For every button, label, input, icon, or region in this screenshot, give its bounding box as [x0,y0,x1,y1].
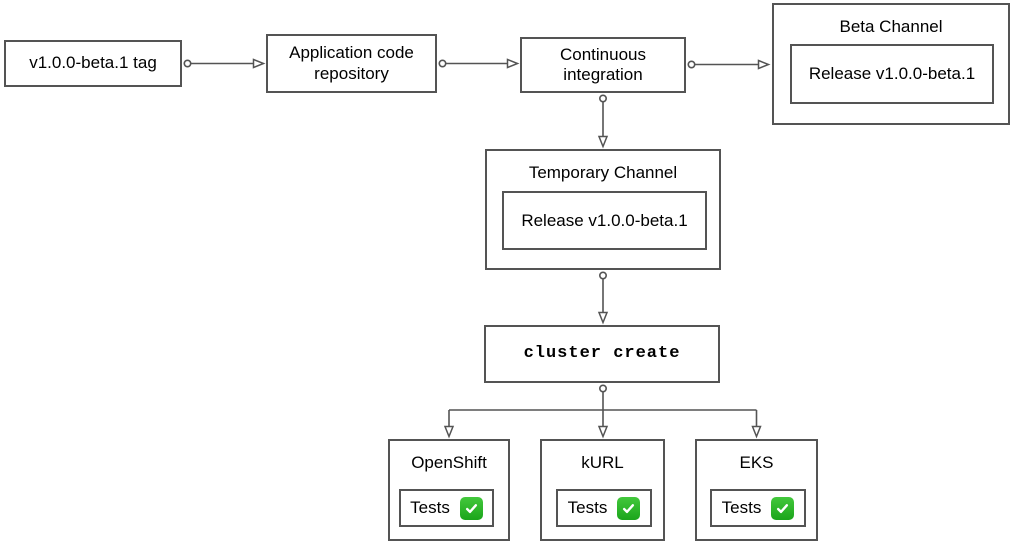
beta-release-label: Release v1.0.0-beta.1 [808,64,976,83]
app-code-repository-label: Application code repository [289,43,414,83]
tests-label: Tests [567,498,608,517]
cluster-create-label: cluster create [523,343,681,363]
container-eks: EKS Tests [695,439,818,541]
tests-label: Tests [721,498,762,517]
node-tests-kurl: Tests [556,489,652,527]
container-kurl: kURL Tests [540,439,665,541]
node-beta-release: Release v1.0.0-beta.1 [790,44,994,104]
node-cluster-create: cluster create [484,325,720,383]
tests-label: Tests [410,498,450,517]
node-version-tag: v1.0.0-beta.1 tag [4,40,182,87]
node-tests-eks: Tests [710,489,806,527]
tests-passed-check-icon [617,496,641,520]
eks-title: EKS [739,453,774,472]
openshift-title: OpenShift [411,453,487,472]
version-tag-label: v1.0.0-beta.1 tag [29,53,157,73]
node-app-code-repository: Application code repository [266,34,437,93]
container-openshift: OpenShift Tests [388,439,510,541]
tests-passed-check-icon [459,496,483,520]
continuous-integration-label: Continuous integration [559,44,646,84]
temporary-release-label: Release v1.0.0-beta.1 [521,210,688,230]
kurl-title: kURL [581,453,624,472]
container-temporary-channel: Temporary Channel Release v1.0.0-beta.1 [485,149,721,270]
node-temporary-release: Release v1.0.0-beta.1 [502,191,707,250]
container-beta-channel: Beta Channel Release v1.0.0-beta.1 [772,3,1010,125]
beta-channel-title: Beta Channel [839,17,943,36]
node-tests-openshift: Tests [399,489,494,527]
tests-passed-check-icon [771,496,795,520]
temporary-channel-title: Temporary Channel [528,163,678,182]
node-continuous-integration: Continuous integration [520,37,686,93]
